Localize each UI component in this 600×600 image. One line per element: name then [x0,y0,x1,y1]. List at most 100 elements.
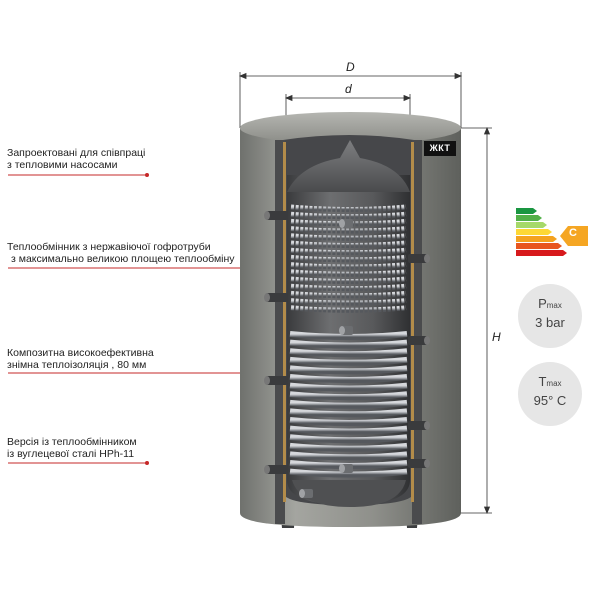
coil-upper-turn [290,218,407,227]
callout-4-line-1: Версія із теплообмінником [7,436,137,448]
energy-bar [516,250,567,256]
energy-bar [516,243,562,249]
pipe-end-left [264,293,270,302]
pipe-stub-left [266,293,288,302]
coil-lower-turn [289,339,408,349]
pipe-stub-right [408,421,428,430]
coil-lower-turn [289,365,408,375]
dimension-lines [238,72,492,515]
coil-upper-turn [290,204,407,212]
coil-upper-turn [290,262,407,270]
coil-lower-turn [289,408,408,418]
pipe-end-left [264,465,270,474]
coil-upper-corrugated [290,204,407,313]
pressure-symbol: Pmax [538,296,562,311]
energy-class-letter: C [569,227,577,239]
coil-lower-turn [289,348,408,358]
dim-inner-label: d [345,82,352,96]
coil-upper-turn [290,247,407,256]
callout-heat-pump: Запроектовані для співпраці з тепловими … [7,147,145,171]
coil-upper-turn [290,254,407,263]
coil-lower-turn [289,417,408,426]
pipe-end-front [339,464,345,473]
pipe-stub-right [408,336,428,345]
energy-bar [516,208,537,214]
callout-1-line-2: з тепловими насосами [7,159,118,171]
leader-dot-4 [145,461,149,465]
callout-insulation: Композитна високоефективна знімна теплоі… [7,347,154,371]
pipe-stub-left [266,211,288,220]
dim-inner-arrow-left [284,94,293,102]
pipe-end-right [424,459,430,468]
pipe-end-front [339,219,345,228]
dim-outer-arrow-left [238,72,247,80]
pipe-connections [264,211,430,498]
coil-lower-turn [289,434,408,444]
pipe-end-right [424,336,430,345]
coil-lower-turn [289,374,408,383]
callout-2-line-1: Теплообмінник з нержавіючої гофротруби [7,241,211,253]
energy-class-label [516,208,588,256]
dim-height-arrow-bottom [483,506,491,515]
temperature-symbol: Tmax [538,374,562,389]
insulation-top [240,112,461,144]
coil-lower-turn [289,391,408,401]
callout-1-line-1: Запроектовані для співпраці [7,147,146,159]
pipe-end-right [424,254,430,263]
energy-bar [516,215,542,221]
coil-upper-turn [290,269,407,277]
energy-bar [516,222,547,228]
insulation-cut-right [412,140,422,524]
coil-lower-turn [289,356,408,366]
tank-bottom [292,480,406,507]
pipe-stub-right [408,459,428,468]
coil-lower-turn [289,442,408,452]
coil-lower-turn [289,451,408,461]
pipe-stub-left [266,376,288,385]
pipe-end-right [424,421,430,430]
callout-carbon-steel: Версія із теплообмінником із вуглецевої … [7,436,137,460]
callout-4-line-2: із вуглецевої сталі HPh-11 [7,448,135,460]
insulation-layer-right [411,142,414,502]
coil-upper-turn [290,290,407,299]
callout-3-line-2: знімна теплоізоляція , 80 мм [7,359,147,371]
coil-lower-turn [289,382,408,392]
dim-outer-label: D [346,60,355,74]
pipe-stub-right [408,254,428,263]
energy-bar [516,236,557,242]
coil-upper-turn [290,233,407,241]
brand-logo: ЖКТ [424,141,456,156]
coil-upper-turn [290,283,407,292]
leader-dot-1 [145,173,149,177]
dim-height-arrow-top [483,126,491,135]
coil-lower-turn [289,331,408,340]
dim-inner-arrow-right [403,94,412,102]
coil-upper-turn [290,298,407,306]
coil-upper-turn [290,276,407,284]
pipe-end-front [299,489,305,498]
coil-upper-turn [290,240,407,248]
pipe-stub-left [266,465,288,474]
dim-height-label: H [492,330,501,344]
coil-upper-turn [290,305,407,313]
pipe-end-front [339,326,345,335]
pipe-end-left [264,211,270,220]
temperature-sub: max [546,379,562,388]
coil-lower-smooth [289,331,408,478]
pressure-sub: max [546,301,562,310]
insulation-cut-left [275,140,285,524]
temperature-badge: Tmax 95° C [518,362,582,426]
dim-outer-arrow-right [454,72,463,80]
pressure-badge: Pmax 3 bar [518,284,582,348]
coil-lower-turn [289,468,408,478]
temperature-value: 95° C [533,393,567,408]
coil-upper-turn [290,211,407,220]
pipe-end-left [264,376,270,385]
pressure-value: 3 bar [535,315,565,330]
callout-3-line-1: Композитна високоефективна [7,347,154,359]
callout-2-line-2: з максимально великою площею теплообміну [11,253,235,265]
coil-upper-turn [290,226,407,234]
coil-lower-turn [289,399,408,409]
tank-dome [287,140,410,192]
